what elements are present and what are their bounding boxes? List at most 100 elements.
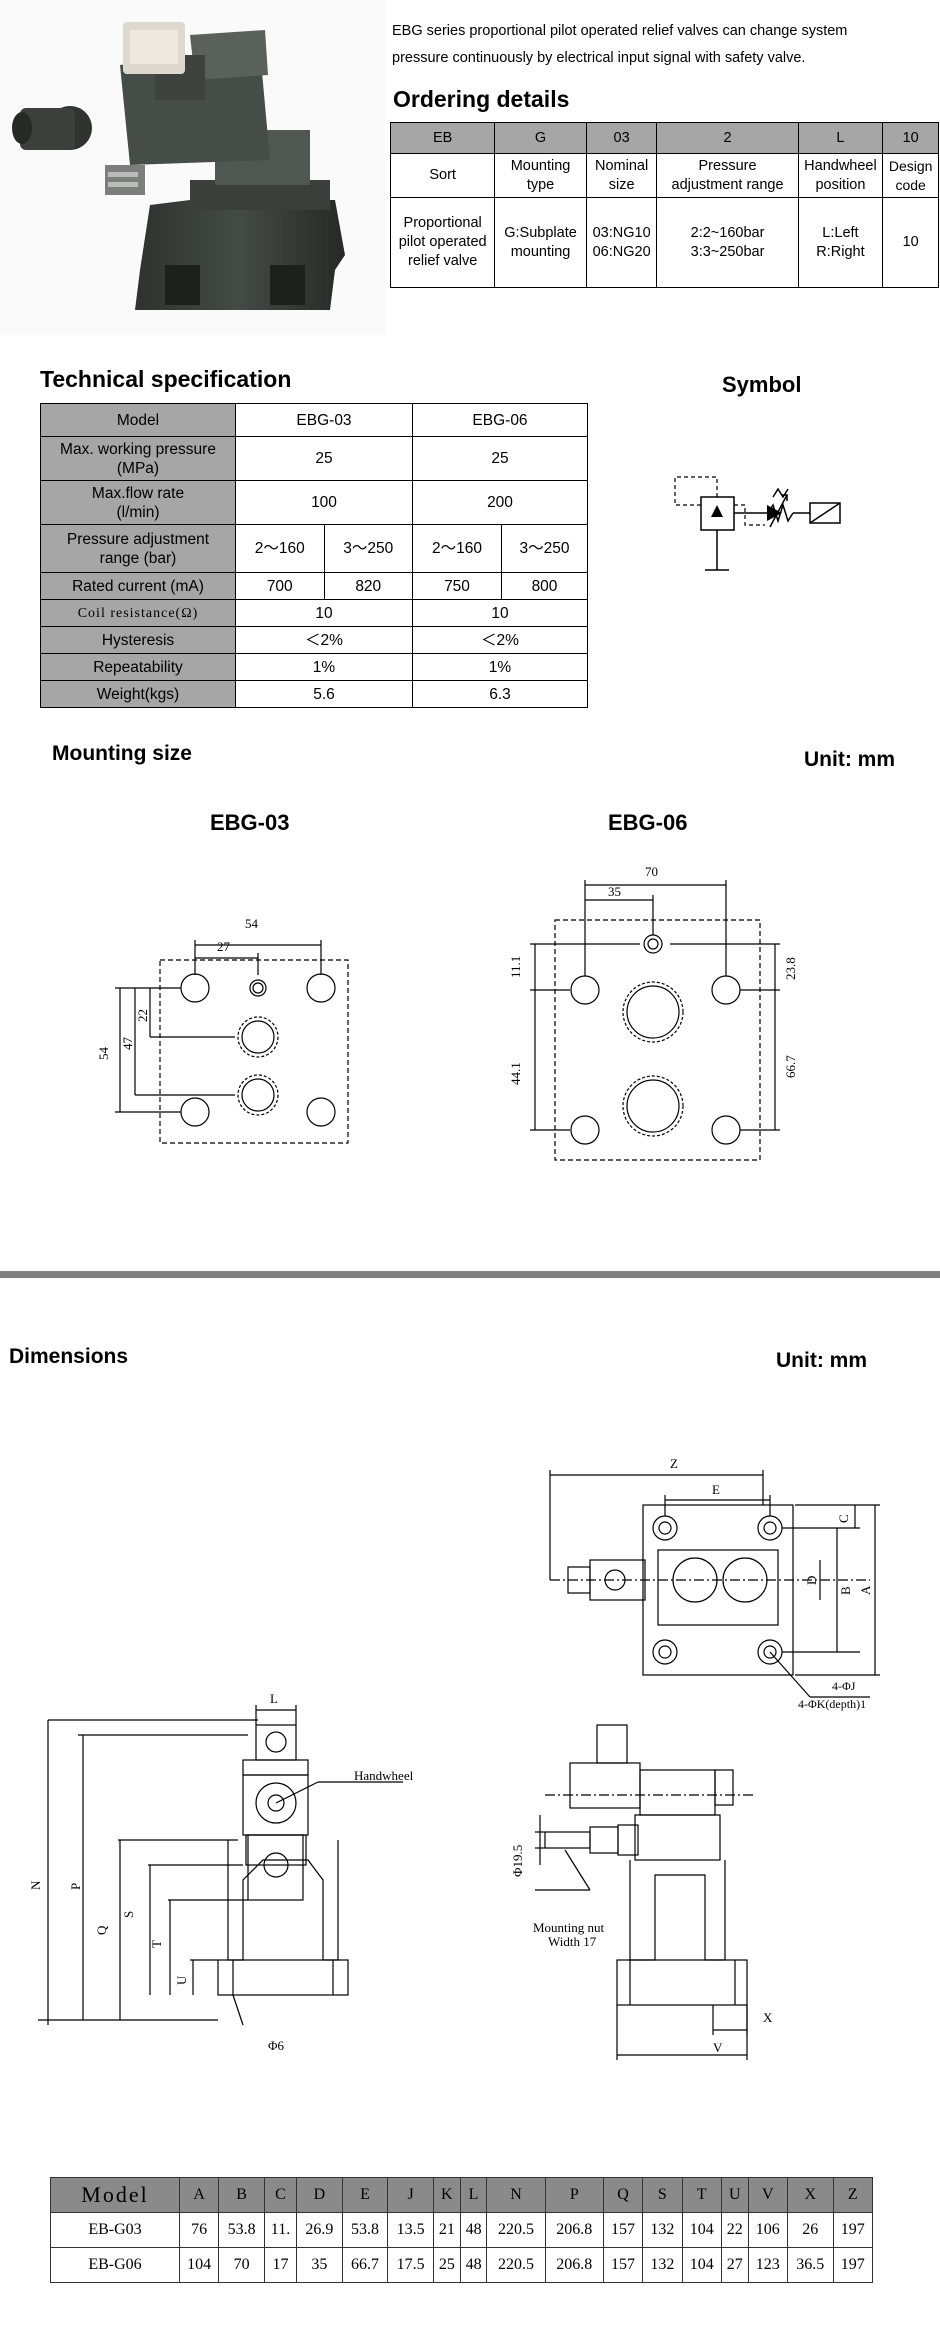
tech-row: Max. working pressure(MPa) 25 25 [40, 436, 588, 481]
ebg06-title: EBG-06 [608, 810, 688, 835]
ebg03-title: EBG-03 [210, 810, 290, 835]
value-cell: 220.5 [486, 2247, 546, 2283]
dim-text: 70 [645, 864, 658, 879]
dim-label: Φ19.5 [510, 1845, 525, 1877]
tech-row: Max.flow rate(l/min) 100 200 [40, 480, 588, 525]
tech-value: 750 [412, 572, 502, 600]
tech-value: 2～160 [235, 524, 325, 573]
header-cell: S [642, 2177, 683, 2213]
header-cell: U [720, 2177, 749, 2213]
dim-label: P [68, 1883, 83, 1890]
code-cell: EB [389, 122, 496, 154]
dim-label: X [763, 2010, 773, 2025]
header-cell: X [786, 2177, 834, 2213]
value-cell: 27 [720, 2247, 749, 2283]
value-cell: 48 [459, 2212, 488, 2248]
header-cell: A [178, 2177, 220, 2213]
value-cell: 22 [720, 2212, 749, 2248]
intro-line-2: pressure continuously by electrical inpu… [392, 50, 806, 66]
value-cell: 157 [602, 2247, 644, 2283]
value-cell: 104 [681, 2247, 722, 2283]
header-cell: D [296, 2177, 343, 2213]
tech-value: 5.6 [235, 680, 413, 708]
value-cell: 17.5 [387, 2247, 434, 2283]
tech-value: 700 [235, 572, 325, 600]
value-cell: 53.8 [218, 2212, 265, 2248]
tech-row: Rated current (mA) 700 820 750 800 [40, 572, 588, 600]
value-cell: 26.9 [296, 2212, 343, 2248]
header-cell: Model [50, 2177, 180, 2213]
value-cell: 76 [178, 2212, 220, 2248]
dim-text: 35 [608, 884, 621, 899]
dim-label: Φ6 [268, 2038, 285, 2053]
dimensions-header-row: Model A B C D E J K L N P Q S T U V X Z [50, 2177, 874, 2213]
header-cell: Sort [389, 153, 496, 198]
mounting-title: Mounting size [52, 742, 192, 765]
dim-label: U [174, 1975, 189, 1985]
product-photo [0, 0, 385, 335]
tech-value: 1% [412, 653, 588, 681]
tech-value: 3～250 [323, 524, 413, 573]
dim-label: A [858, 1585, 873, 1595]
value-cell: 104 [681, 2212, 722, 2248]
dim-text: 54 [96, 1047, 111, 1061]
dim-label: Handwheel [354, 1768, 414, 1783]
intro-line-1: EBG series proportional pilot operated r… [392, 23, 848, 39]
tech-value: EBG-06 [412, 403, 588, 437]
tech-value: 200 [412, 480, 588, 525]
value-cell: 132 [642, 2212, 683, 2248]
dim-label: S [121, 1911, 136, 1918]
tech-label: Coil resistance(Ω) [40, 599, 236, 627]
code-cell: L [797, 122, 884, 154]
dim-label: B [838, 1586, 853, 1595]
dimensions-row: EB-G03 76 53.8 11. 26.9 53.8 13.5 21 48 … [50, 2212, 874, 2248]
ordering-code-row: EB G 03 2 L 10 [389, 122, 939, 154]
header-cell: C [263, 2177, 298, 2213]
value-cell: 48 [459, 2247, 488, 2283]
code-cell: G [494, 122, 587, 154]
dim-text: 44.1 [508, 1062, 523, 1085]
value-cell: 53.8 [341, 2212, 389, 2248]
ebg03-mounting-drawing: 54 27 22 47 54 [96, 916, 349, 1144]
header-cell: T [681, 2177, 722, 2213]
value-cell: 13.5 [387, 2212, 434, 2248]
header-cell: L [459, 2177, 488, 2213]
value-cell: 17 [263, 2247, 298, 2283]
header-cell: N [486, 2177, 546, 2213]
ordering-title: Ordering details [393, 86, 570, 112]
tech-value: 10 [235, 599, 413, 627]
tech-value: 800 [501, 572, 588, 600]
symbol-title: Symbol [722, 372, 802, 397]
header-cell: P [544, 2177, 604, 2213]
tech-value: 1% [235, 653, 413, 681]
value-cell: 26 [786, 2212, 834, 2248]
mounting-unit: Unit: mm [804, 748, 895, 771]
value-cell: 132 [642, 2247, 683, 2283]
tech-row: Coil resistance(Ω) 10 10 [40, 599, 588, 627]
dim-label: N [28, 1880, 43, 1890]
value-cell: 197 [832, 2247, 874, 2283]
code-cell: 10 [882, 122, 939, 154]
dim-label: 4-ΦJ [832, 1679, 856, 1693]
tech-row: Repeatability 1% 1% [40, 653, 588, 681]
dim-label: D [804, 1576, 819, 1585]
dim-text: 22 [135, 1009, 150, 1022]
tech-value: 3～250 [501, 524, 588, 573]
value-cell: 104 [178, 2247, 220, 2283]
tech-label: Rated current (mA) [40, 572, 236, 600]
side-view-drawing: Φ19.5 Mounting nut Width 17 X V [510, 1724, 773, 2060]
tech-label: Model [40, 403, 236, 437]
dim-text: 23.8 [783, 957, 798, 980]
dim-label: E [712, 1482, 720, 1497]
tech-label: Repeatability [40, 653, 236, 681]
tech-title: Technical specification [40, 366, 292, 392]
